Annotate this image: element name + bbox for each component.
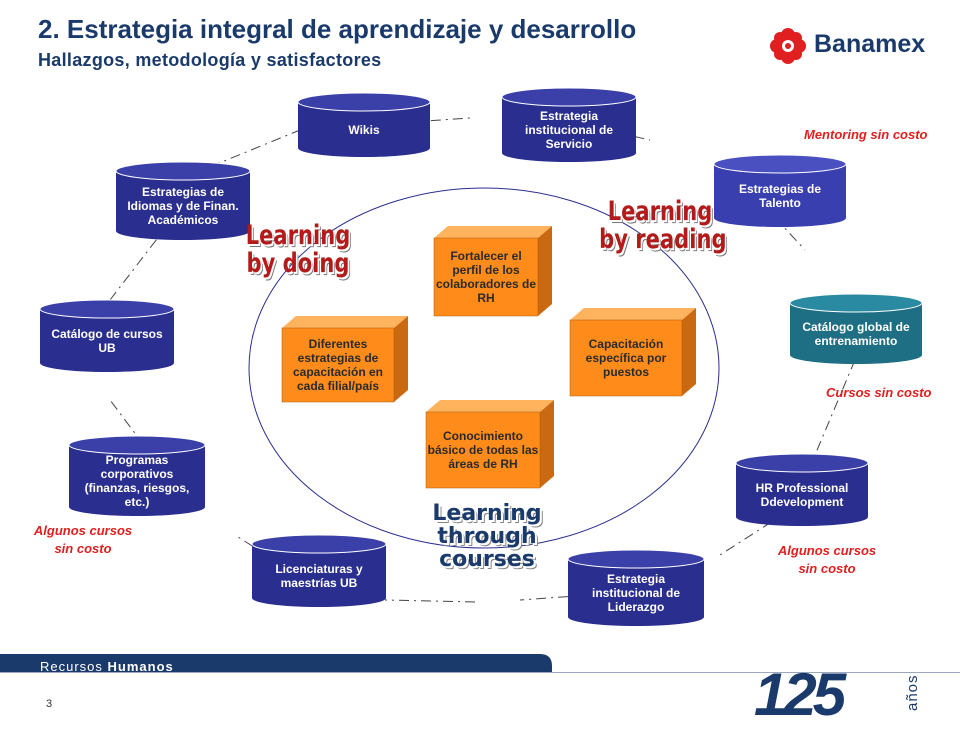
page-number: 3	[46, 698, 53, 710]
cylinder-liderazgo: Estrategia institucional de Liderazgo	[567, 549, 705, 626]
cylinder-label: Estrategias de Idiomas y de Finan. Acadé…	[127, 185, 239, 227]
banamex-logo-icon	[770, 28, 806, 64]
cylinder-label: Wikis	[348, 123, 380, 137]
cylinder-wikis: Wikis	[297, 92, 431, 157]
footer-area-label: Recursos Humanos	[40, 659, 174, 674]
banamex-logo: Banamex	[766, 26, 926, 66]
cylinder-talento: Estrategias de Talento	[713, 154, 847, 227]
cube-capacitacion: Capacitación específica por puestos	[568, 306, 696, 398]
note-cursos: Cursos sin costo	[826, 385, 932, 400]
cylinder-catalogo-global: Catálogo global de entrenamiento	[789, 293, 923, 364]
cylinder-hr-professional: HR Professional Ddevelopment	[735, 453, 869, 526]
cylinder-label: Programas corporativos (finanzas, riesgo…	[84, 453, 190, 509]
cylinder-idiomas: Estrategias de Idiomas y de Finan. Acadé…	[115, 161, 251, 240]
note-line: Algunos cursos	[33, 523, 133, 538]
cube-diferentes: Diferentes estrategias de capacitación e…	[280, 314, 408, 404]
cylinder-label: Estrategia institucional de Liderazgo	[591, 572, 680, 614]
anniversary-badge: 125 años	[754, 661, 954, 728]
learning-courses-line: Learning	[432, 501, 542, 526]
footer-area-bold: Humanos	[107, 659, 174, 674]
cube-conocimiento: Conocimiento básico de todas las áreas d…	[424, 398, 554, 490]
cube-label: Capacitación específica por puestos	[585, 337, 667, 379]
note-line: sin costo	[54, 541, 112, 556]
learning-by-doing: Learning by doing	[243, 220, 352, 280]
learning-by-doing-line: Learning	[245, 220, 351, 251]
learning-by-reading-line: Learning	[607, 196, 713, 227]
cylinder-label: Estrategias de Talento	[738, 182, 822, 210]
cube-label: Diferentes estrategias de capacitación e…	[292, 337, 384, 393]
footer-area-light: Recursos	[40, 659, 103, 674]
anniversary-word: años	[904, 674, 921, 712]
cylinder-servicio: Estrategia institucional de Servicio	[501, 87, 637, 162]
note-line: Algunos cursos	[777, 543, 877, 558]
cylinder-label: Catálogo de cursos UB	[51, 327, 163, 355]
learning-by-doing-line: by doing	[246, 248, 350, 280]
inner-ellipse	[248, 187, 720, 549]
learning-through-courses: Learning through courses	[412, 502, 562, 571]
learning-courses-line: courses	[439, 547, 535, 573]
learning-by-reading-line: by reading	[599, 224, 727, 256]
cylinder-label: Catálogo global de entrenamiento	[802, 320, 910, 348]
cylinder-label: Estrategia institucional de Servicio	[524, 109, 613, 151]
cylinder-label: HR Professional Ddevelopment	[755, 481, 849, 509]
page-subtitle: Hallazgos, metodología y satisfactores	[38, 50, 382, 70]
anniversary-number: 125	[754, 661, 846, 728]
note-line: sin costo	[798, 561, 856, 576]
page-title: 2. Estrategia integral de aprendizaje y …	[38, 14, 637, 44]
cube-fortalecer: Fortalecer el perfil de los colaboradore…	[432, 224, 552, 320]
banamex-wordmark: Banamex	[814, 30, 926, 58]
note-algunos-left: Algunos cursos sin costo	[18, 522, 148, 558]
cylinder-programas: Programas corporativos (finanzas, riesgo…	[68, 435, 206, 516]
note-algunos-right: Algunos cursos sin costo	[762, 542, 892, 578]
cube-label: Conocimiento básico de todas las áreas d…	[427, 429, 539, 471]
cylinder-licenciaturas: Licenciaturas y maestrías UB	[251, 534, 387, 607]
cube-label: Fortalecer el perfil de los colaboradore…	[435, 249, 537, 305]
cylinder-label: Licenciaturas y maestrías UB	[275, 562, 363, 590]
learning-courses-line: through	[437, 524, 537, 550]
learning-by-reading: Learning by reading	[599, 196, 727, 256]
cylinder-catalogo-ub: Catálogo de cursos UB	[39, 299, 175, 372]
footer-bar	[0, 654, 960, 673]
note-mentoring: Mentoring sin costo	[804, 127, 928, 142]
